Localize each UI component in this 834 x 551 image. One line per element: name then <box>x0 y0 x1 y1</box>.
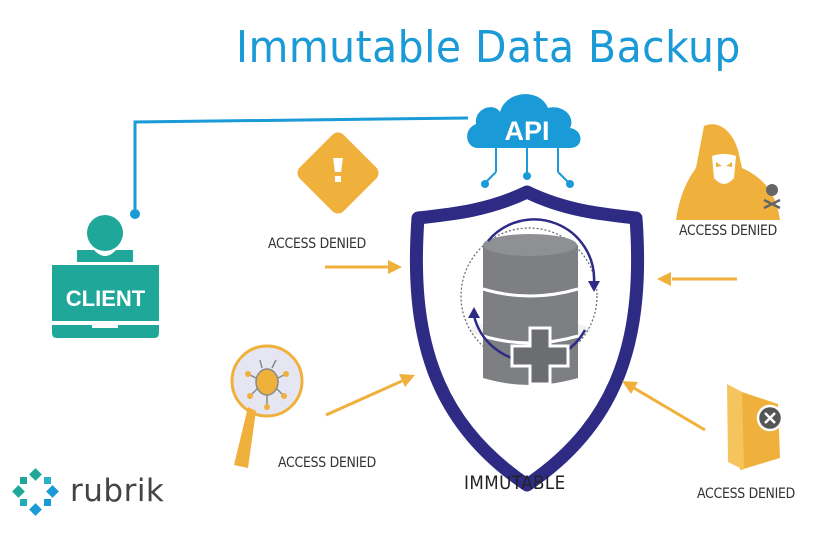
blocked-folder-icon <box>727 384 784 470</box>
bug-access-denied-label: ACCESS DENIED <box>278 455 377 471</box>
rubrik-logo-icon <box>12 468 59 516</box>
hacker-icon <box>676 124 781 220</box>
hacker-access-denied-label: ACCESS DENIED <box>679 223 778 239</box>
client-icon <box>52 215 159 338</box>
client-api-connector <box>130 116 469 219</box>
warning-icon <box>297 132 379 214</box>
arrow-from-warning <box>325 260 402 274</box>
arrow-from-hacker <box>657 272 737 286</box>
client-label: CLIENT <box>66 286 146 311</box>
arrow-from-folder <box>622 381 706 432</box>
folder-access-denied-label: ACCESS DENIED <box>697 486 796 502</box>
api-label: API <box>504 116 549 146</box>
plus-icon <box>510 326 570 386</box>
immutable-label: IMMUTABLE <box>464 472 566 494</box>
bug-search-icon <box>230 344 304 468</box>
diagram-title: Immutable Data Backup <box>236 22 741 73</box>
arrow-from-bug <box>325 374 415 417</box>
warning-access-denied-label: ACCESS DENIED <box>268 236 367 252</box>
api-cloud-icon <box>467 94 581 188</box>
rubrik-brand-name: rubrik <box>70 473 165 509</box>
